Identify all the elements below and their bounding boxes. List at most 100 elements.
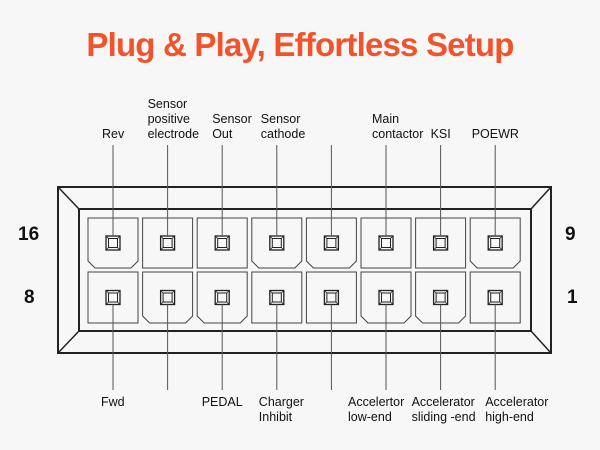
pin-terminal-bevel: [226, 247, 230, 251]
top-pin-cell: [251, 217, 303, 269]
pin-terminal-inner: [381, 238, 391, 248]
pin-label-line: POEWR: [471, 127, 519, 141]
pin-terminal-bevel: [226, 290, 230, 294]
pin-terminal-bevel: [324, 301, 328, 305]
pin-terminal-bevel: [433, 235, 437, 239]
pin-label-line: high-end: [485, 410, 534, 424]
pin-terminal-bevel: [171, 301, 175, 305]
pin-label-line: Main: [372, 112, 400, 126]
pin-label-line: cathode: [260, 127, 306, 141]
bottom-pin-cell: [469, 271, 521, 324]
bottom-pin-cell: [87, 271, 139, 324]
pin-terminal-bevel: [105, 301, 109, 305]
pin-cell-outline: [415, 271, 467, 324]
pin-terminal-bevel: [214, 235, 218, 239]
pin-label-line: Accelertor: [348, 395, 405, 409]
pin-cell-outline: [251, 271, 303, 324]
pin-terminal-bevel: [269, 235, 273, 239]
pin-terminal-inner: [108, 238, 118, 248]
top-pin-label: POEWR: [472, 127, 519, 142]
bottom-pin-label: Fwd: [101, 395, 125, 410]
pin-terminal-bevel: [226, 301, 230, 305]
pin-terminal-bevel: [487, 235, 491, 239]
top-pin-cell: [360, 217, 412, 269]
pin-cell-outline: [469, 217, 521, 269]
pin-label-line: low-end: [348, 410, 392, 424]
pin-label-line: Rev: [102, 127, 125, 141]
pin-terminal-bevel: [433, 301, 437, 305]
pin-terminal-bevel: [378, 235, 382, 239]
pin-terminal-bevel: [487, 301, 491, 305]
pin-cell-outline: [142, 217, 194, 269]
top-pin-cell: [142, 217, 194, 269]
pin-terminal-bevel: [281, 235, 285, 239]
pin-cell-outline: [87, 217, 139, 269]
pin-terminal-bevel: [499, 235, 503, 239]
outer-frame: [57, 186, 552, 354]
top-pin-cell: [87, 217, 139, 269]
pin-label-line: KSI: [430, 127, 451, 141]
top-pin-cell: [469, 217, 521, 269]
pin-terminal-bevel: [117, 290, 121, 294]
top-pin-cell: [196, 217, 248, 269]
top-pin-label: Rev: [102, 127, 124, 142]
pin-label-line: Accelerator: [411, 395, 475, 409]
pin-cell-outline: [87, 271, 139, 324]
pin-terminal-inner: [381, 292, 391, 303]
pin-terminal-bevel: [444, 290, 448, 294]
pin-cell-outline: [305, 217, 357, 269]
pin-terminal-bevel: [390, 301, 394, 305]
pin-terminal-inner: [490, 238, 501, 248]
pin-terminal-bevel: [117, 247, 121, 251]
pin-label-line: Fwd: [101, 395, 125, 409]
pin-cell-outline: [415, 217, 467, 269]
pin-terminal-bevel: [487, 290, 491, 294]
pin-terminal-inner: [162, 238, 173, 248]
pin-terminal-inner: [326, 292, 337, 303]
pin-terminal-bevel: [324, 290, 328, 294]
pin-cell-outline: [360, 217, 412, 269]
pin-terminal-bevel: [269, 290, 273, 294]
pin-terminal-bevel: [335, 247, 339, 251]
pin-terminal-bevel: [171, 247, 175, 251]
pin-terminal-inner: [217, 292, 228, 303]
pin-terminal-inner: [435, 292, 446, 303]
pin-terminal-bevel: [390, 247, 394, 251]
pin-cell-outline: [360, 271, 412, 324]
pin-label-line: Out: [212, 127, 233, 141]
pin-terminal-bevel: [160, 290, 164, 294]
pin-terminal-bevel: [269, 247, 273, 251]
pin-terminal-bevel: [444, 247, 448, 251]
bottom-pin-cell: [305, 271, 357, 324]
pin-cell-outline: [196, 217, 248, 269]
pin-label-line: Inhibit: [258, 410, 293, 424]
pin-terminal-inner: [435, 238, 446, 248]
frame-bevel-line: [57, 330, 80, 354]
frame-bevel-line: [530, 330, 552, 354]
pin-terminal-bevel: [335, 301, 339, 305]
pin-terminal-inner: [271, 292, 282, 303]
pin-terminal-bevel: [160, 247, 164, 251]
connector-housing: [57, 186, 552, 354]
pin-terminal-inner: [326, 238, 337, 248]
pin-terminal-inner: [490, 292, 501, 303]
pin-number-16: 16: [18, 224, 40, 245]
pin-label-line: sliding -end: [411, 410, 476, 424]
pin-terminal-bevel: [335, 235, 339, 239]
pin-terminal-bevel: [214, 290, 218, 294]
pin-cells: [87, 217, 521, 324]
pin-cell-outline: [142, 271, 194, 324]
pin-terminal-bevel: [214, 247, 218, 251]
pin-terminal-inner: [217, 238, 228, 248]
pin-terminal-bevel: [390, 290, 394, 294]
pin-terminal-bevel: [226, 235, 230, 239]
pin-terminal-bevel: [433, 247, 437, 251]
top-pin-label: KSI: [431, 127, 451, 142]
pin-terminal-inner: [108, 292, 118, 303]
